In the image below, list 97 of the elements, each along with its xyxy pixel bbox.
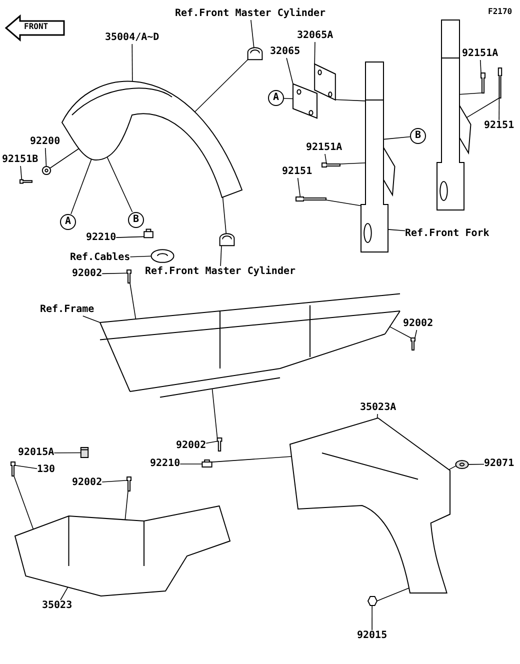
part-label: 32065: [270, 46, 300, 58]
part-label: 92071: [484, 458, 514, 470]
reference-circle: B: [410, 128, 426, 144]
bolt-drawing: [322, 160, 340, 170]
reference-circle: A: [268, 90, 284, 106]
part-label: 92002: [72, 477, 102, 489]
leader-line: [383, 136, 410, 140]
bracket-drawing: [290, 82, 320, 120]
leader-line: [70, 158, 92, 214]
leader-line: [130, 256, 152, 258]
leader-line: [116, 236, 144, 238]
leader-line: [106, 156, 133, 212]
collar-drawing: [80, 447, 89, 458]
assembly-line: [335, 99, 366, 102]
leader-line: [60, 586, 68, 600]
part-label: 92151B: [2, 154, 38, 166]
bolt-drawing: [214, 438, 225, 451]
bolt-drawing: [496, 68, 504, 98]
part-label: 32065A: [297, 30, 334, 42]
assembly-line: [212, 388, 218, 438]
part-label: 92210: [86, 232, 116, 244]
clamp-drawing: [218, 232, 236, 248]
assembly-line: [130, 282, 136, 320]
reference-circle: A: [60, 214, 76, 230]
assembly-line: [211, 456, 292, 462]
leader-line: [44, 148, 47, 167]
leader-line: [132, 44, 133, 82]
part-label: 35004/A~D: [105, 32, 160, 44]
assembly-line: [222, 196, 227, 234]
bolt-drawing: [296, 194, 326, 204]
assembly-line: [49, 148, 80, 169]
leader-line: [82, 316, 100, 323]
leader-line: [250, 20, 254, 48]
leader-line: [324, 154, 327, 164]
part-label: 92151: [282, 166, 312, 178]
leader-line: [498, 98, 500, 120]
assembly-line: [326, 200, 362, 206]
drawing-code: F2170: [488, 6, 512, 18]
leader-line: [102, 480, 128, 482]
part-label: 130: [37, 464, 56, 476]
part-label: 92151: [484, 120, 514, 132]
leader-line: [297, 178, 301, 198]
leader-line: [480, 60, 482, 74]
bolt-drawing: [408, 338, 418, 350]
bolt-drawing: [478, 73, 488, 93]
rear-fender-drawing: [290, 418, 450, 593]
cable-guide-drawing: [150, 248, 175, 264]
part-label: Ref.Front Master Cylinder: [145, 266, 296, 278]
reference-circle: B: [128, 212, 144, 228]
nut-drawing: [368, 596, 377, 606]
bolt-drawing: [8, 462, 18, 476]
leader-line: [388, 229, 406, 232]
leader-line: [376, 414, 378, 419]
part-label: 92200: [30, 136, 60, 148]
part-label: 92002: [176, 440, 206, 452]
direction-label: FRONT: [24, 22, 48, 32]
part-label: 35023: [42, 600, 72, 612]
washer-drawing: [42, 166, 51, 175]
assembly-line: [389, 326, 412, 338]
bracket-drawing: [312, 62, 338, 102]
assembly-line: [124, 490, 128, 520]
leader-line: [20, 166, 22, 180]
part-label: 92002: [72, 268, 102, 280]
leader-line: [314, 42, 316, 64]
clamp-drawing: [246, 46, 264, 62]
assembly-line: [340, 162, 366, 164]
grommet-drawing: [201, 459, 213, 469]
part-label: 92015A: [18, 447, 54, 459]
leader-line: [102, 272, 128, 274]
leader-line: [414, 330, 418, 338]
part-label: 92151A: [306, 142, 342, 154]
assembly-line: [376, 588, 410, 602]
part-label: 92015: [357, 630, 388, 642]
grommet-drawing: [143, 228, 154, 240]
bolt-drawing: [124, 270, 134, 283]
part-label: Ref.Cables: [70, 252, 130, 264]
assembly-line: [466, 98, 500, 118]
leader-line: [54, 452, 82, 454]
grommet-drawing: [455, 460, 469, 469]
assembly-line: [459, 92, 482, 95]
part-label: 92210: [150, 458, 180, 470]
part-label: Ref.Frame: [40, 304, 94, 316]
leader-line: [286, 58, 294, 84]
leader-line: [284, 98, 294, 100]
assembly-line: [194, 59, 248, 112]
bolt-drawing: [20, 177, 32, 186]
part-label: Ref.Front Fork: [405, 228, 490, 240]
assembly-line: [14, 476, 34, 530]
bolt-drawing: [124, 477, 134, 491]
part-label: 35023A: [360, 402, 396, 414]
part-label: Ref.Front Master Cylinder: [175, 8, 326, 20]
leader-line: [206, 440, 218, 444]
leader-line: [14, 465, 38, 470]
leader-line: [468, 464, 484, 465]
part-label: 92002: [403, 318, 434, 330]
part-label: 92151A: [462, 48, 498, 60]
leader-line: [220, 245, 222, 266]
